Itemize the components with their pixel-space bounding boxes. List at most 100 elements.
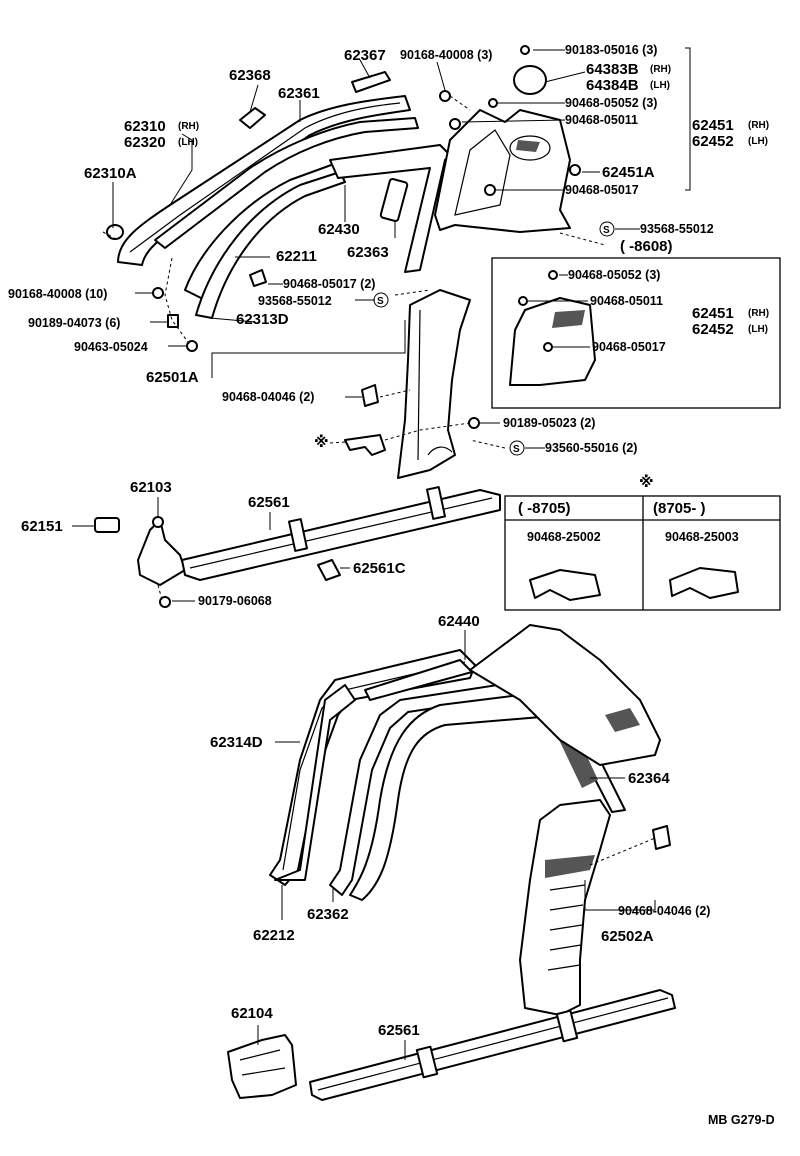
part-62561-clip-c — [415, 1045, 439, 1079]
label-64384B-side: (LH) — [650, 80, 670, 91]
dash-leader-6 — [379, 389, 411, 398]
fastener-90168-40008-top — [439, 90, 451, 102]
label-62103: 62103 — [130, 479, 172, 496]
label-62314D: 62314D — [210, 734, 263, 751]
table-col1-part: 90468-25002 — [527, 530, 601, 544]
dash-leader-8 — [469, 439, 506, 449]
s-mark-top — [599, 221, 615, 237]
s-mark-lower — [509, 440, 525, 456]
label-62313D: 62313D — [236, 311, 289, 328]
label-90468-05052-3-top: 90468-05052 (3) — [565, 96, 657, 110]
part-quarter-trim-vent — [605, 708, 640, 732]
part-62363-clip — [379, 178, 409, 222]
dash-leader-4 — [559, 232, 606, 246]
table-col2-header: (8705- ) — [653, 500, 706, 517]
label-90468-05052-3-box: 90468-05052 (3) — [568, 268, 660, 282]
label-90168-40008-10: 90168-40008 (10) — [8, 287, 107, 301]
fastener-90179-06068 — [159, 596, 171, 608]
part-64383B-cap — [513, 65, 547, 95]
label-90168-40008-3: 90168-40008 (3) — [400, 48, 492, 62]
part-62451-quarter-trim — [434, 109, 571, 233]
fastener-62451A — [569, 164, 581, 176]
label-62502A: 62502A — [601, 928, 654, 945]
label-62451-box: 62451 — [692, 305, 734, 322]
label-62451-box-side: (RH) — [748, 308, 769, 319]
part-62561-rail-bottom-line — [317, 997, 669, 1091]
label-93568-55012-top: 93568-55012 — [640, 222, 714, 236]
part-62561-rail-top-line — [189, 497, 493, 569]
label-62501A: 62501A — [146, 369, 199, 386]
footer-code: MB G279-D — [708, 1113, 775, 1127]
label-62212: 62212 — [253, 927, 295, 944]
label-62451-top-side: (RH) — [748, 120, 769, 131]
table-col2-part: 90468-25003 — [665, 530, 739, 544]
fastener-62103-bolt — [152, 516, 164, 528]
dash-leader-5 — [394, 289, 431, 296]
label-62451-top: 62451 — [692, 117, 734, 134]
fastener-90468-05052 — [488, 98, 498, 108]
label-90189-05023-2: 90189-05023 (2) — [503, 416, 595, 430]
label-64384B: 64384B — [586, 77, 639, 94]
s-mark-mid-letter: S — [377, 296, 384, 307]
label-90468-05011-top: 90468-05011 — [565, 113, 638, 127]
s-mark-top-letter: S — [603, 225, 610, 236]
fastener-90183-05016 — [520, 45, 530, 55]
part-62501A-lower-flange — [427, 446, 453, 456]
part-62561-clip-a — [288, 518, 308, 552]
dash-leader-2 — [164, 257, 191, 346]
part-62451-grille — [516, 140, 540, 152]
note-table-part-1 — [529, 569, 601, 601]
label-62368: 62368 — [229, 67, 271, 84]
part-62561-rail-bottom — [309, 989, 676, 1101]
label-62561-bottom: 62561 — [378, 1022, 420, 1039]
label-64383B-side: (RH) — [650, 64, 671, 75]
label-90468-04046-2-bottom: 90468-04046 (2) — [618, 904, 710, 918]
label-93568-55012-mid: 93568-55012 — [258, 294, 332, 308]
label-62451A: 62451A — [602, 164, 655, 181]
fastener-90468-05011 — [449, 118, 461, 130]
dash-leader-7 — [329, 422, 471, 444]
label-62151: 62151 — [21, 518, 63, 535]
fastener-90468-05017 — [484, 184, 496, 196]
label-64383B: 64383B — [586, 61, 639, 78]
label-90468-05011-box: 90468-05011 — [590, 294, 663, 308]
s-mark-lower-letter: S — [513, 444, 520, 455]
part-62104-detail — [239, 1049, 286, 1076]
label-62310: 62310 — [124, 118, 166, 135]
part-62104-bracket — [227, 1034, 297, 1099]
part-62451-trim-window — [454, 129, 511, 216]
fastener-90468-04046-top — [361, 384, 379, 407]
part-62364-inner-arch — [349, 689, 626, 901]
label-8608: ( -8608) — [620, 238, 673, 255]
label-90189-04073-6: 90189-04073 (6) — [28, 316, 120, 330]
label-62452-top: 62452 — [692, 133, 734, 150]
inset-fastener-3 — [543, 342, 553, 352]
label-90183-05016-3: 90183-05016 (3) — [565, 43, 657, 57]
part-62502A-hatch — [545, 855, 595, 878]
label-62452-box: 62452 — [692, 321, 734, 338]
part-62451-speaker-recess — [509, 135, 551, 161]
note-mark-mid: ※ — [314, 433, 329, 451]
fastener-90189-05023 — [468, 417, 480, 429]
label-62320: 62320 — [124, 134, 166, 151]
part-62314D-inner-line — [282, 661, 466, 871]
fastener-90168-40008-10 — [152, 287, 164, 299]
label-62310A: 62310A — [84, 165, 137, 182]
inset-fastener-2 — [518, 296, 528, 306]
label-90468-04046-2-top: 90468-04046 (2) — [222, 390, 314, 404]
label-62440: 62440 — [438, 613, 480, 630]
inset-box-62451 — [491, 257, 781, 409]
dash-leader-3 — [449, 95, 471, 111]
label-62364: 62364 — [628, 770, 670, 787]
label-62561-top: 62561 — [248, 494, 290, 511]
part-62561-rail-top — [181, 489, 501, 581]
label-62561C: 62561C — [353, 560, 406, 577]
leader-lines — [72, 47, 691, 1060]
label-93560-55016-2: 93560-55016 (2) — [545, 441, 637, 455]
part-62368-clip — [239, 107, 266, 129]
label-62452-box-side: (LH) — [748, 324, 768, 335]
part-62103-bracket — [137, 519, 186, 586]
note-mark-table: ※ — [639, 473, 654, 491]
label-62104: 62104 — [231, 1005, 273, 1022]
